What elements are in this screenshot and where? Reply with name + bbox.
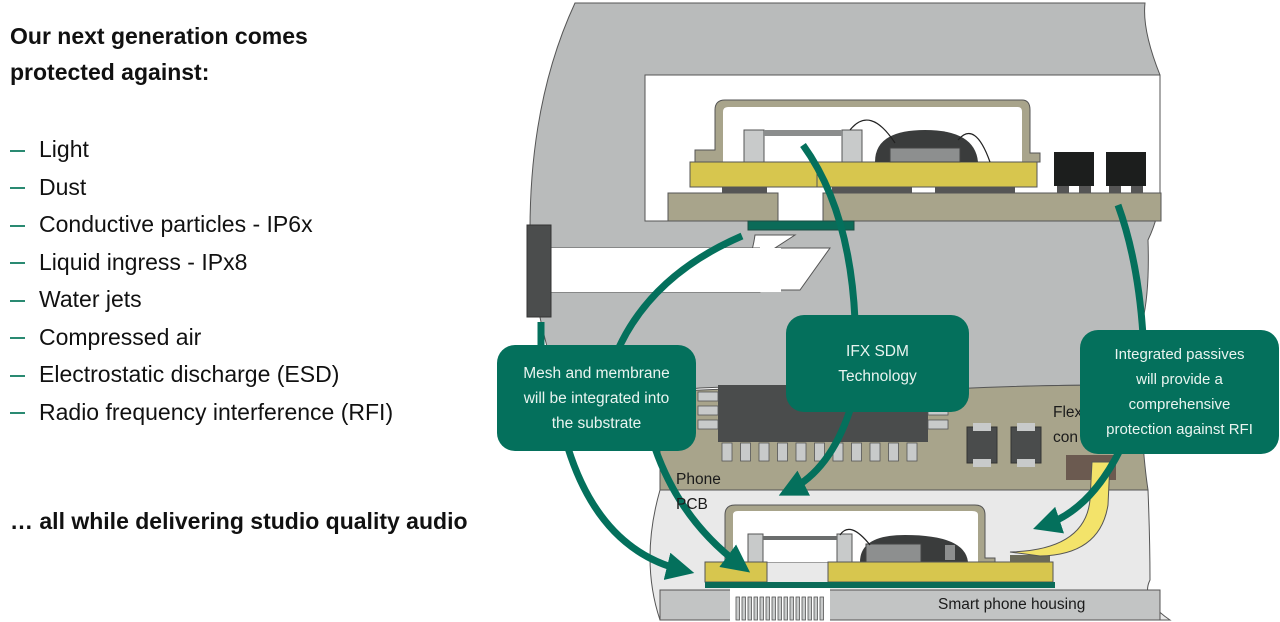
protection-list: Light Dust Conductive particles - IP6x L… xyxy=(10,131,393,431)
grill-slot xyxy=(747,596,752,621)
list-item-text: Compressed air xyxy=(39,323,202,350)
arrows xyxy=(537,142,1147,580)
callout-text: IFX SDM Technology xyxy=(838,342,917,385)
ic-pin xyxy=(795,442,807,462)
ic-pin xyxy=(851,442,862,462)
grill-slot xyxy=(819,596,824,621)
dash-bullet-icon xyxy=(10,187,25,190)
dash-bullet-icon xyxy=(10,224,25,227)
label-flex-partial: Flex xyxy=(1053,404,1083,421)
gasket-block xyxy=(526,224,552,318)
dash-bullet-icon xyxy=(10,149,25,152)
grill-slot xyxy=(789,596,794,621)
dash-bullet-icon xyxy=(10,374,25,377)
grill-slot xyxy=(807,596,812,621)
arrow-mesh-callout-to-bottom xyxy=(564,446,695,580)
grill-slot xyxy=(759,596,764,621)
list-item: Dust xyxy=(10,169,393,207)
callout-ifx-sdm: IFX SDM Technology xyxy=(786,315,969,412)
list-item-text: Electrostatic discharge (ESD) xyxy=(39,361,340,387)
dash-bullet-icon xyxy=(10,262,25,265)
arrow-passives-callout-to-package xyxy=(1033,448,1124,534)
ic-pin xyxy=(740,442,751,462)
heading-line-1: Our next generation comes xyxy=(10,23,308,49)
top-passives xyxy=(1054,152,1146,193)
list-item-text: Light xyxy=(39,136,89,162)
heading-line-2: protected against: xyxy=(10,59,210,85)
list-item: Conductive particles - IP6x xyxy=(10,206,393,244)
grill-slot xyxy=(771,596,776,621)
grill-slot xyxy=(765,596,770,621)
bottom-mic-package xyxy=(704,461,1111,588)
ic-pin xyxy=(721,442,733,462)
ic-pin xyxy=(777,442,788,462)
grill-slot xyxy=(801,596,806,621)
slide-heading: Our next generation comes protected agai… xyxy=(10,18,308,90)
grill-slot xyxy=(795,596,800,621)
arrow-passives-top-to-callout xyxy=(1114,203,1147,336)
grill-slot xyxy=(735,596,740,621)
list-item: Water jets xyxy=(10,281,393,319)
callout-text: Integrated passives will provide a compr… xyxy=(1106,346,1253,438)
top-pcb xyxy=(667,192,1162,231)
dash-bullet-icon xyxy=(10,337,25,340)
grill-slot xyxy=(753,596,758,621)
list-item: Electrostatic discharge (ESD) xyxy=(10,356,393,394)
ic-pin xyxy=(869,442,881,462)
dash-bullet-icon xyxy=(10,412,25,415)
arrow-sdm-to-package xyxy=(778,408,854,496)
list-item-text: Water jets xyxy=(39,286,142,312)
list-item: Liquid ingress - IPx8 xyxy=(10,244,393,282)
ic-pin xyxy=(814,442,825,462)
list-item: Compressed air xyxy=(10,319,393,357)
arrow-sdm-to-callout xyxy=(800,142,859,321)
list-item-text: Liquid ingress - IPx8 xyxy=(39,248,248,275)
label-phone: Phone xyxy=(676,471,721,488)
list-item-text: Dust xyxy=(39,173,87,200)
ic-pin xyxy=(758,442,770,462)
grill-slot xyxy=(777,596,782,621)
label-smart-phone-housing: Smart phone housing xyxy=(938,596,1086,613)
ic-pin xyxy=(888,442,899,462)
mesh-membrane xyxy=(747,220,855,231)
top-mic-package xyxy=(689,99,1041,194)
phone-pcb-area xyxy=(659,384,1149,491)
grill-slot xyxy=(813,596,818,621)
callout-mesh-membrane: Mesh and membrane will be integrated int… xyxy=(497,345,696,451)
callout-text: Mesh and membrane will be integrated int… xyxy=(523,364,670,432)
label-pcb: PCB xyxy=(676,496,708,513)
list-item: Light xyxy=(10,131,393,169)
grill-slot xyxy=(783,596,788,621)
callout-integrated-passives: Integrated passives will provide a compr… xyxy=(1080,330,1279,454)
list-item: Radio frequency interference (RFI) xyxy=(10,394,393,432)
list-item-text: Conductive particles - IP6x xyxy=(39,211,313,237)
dash-bullet-icon xyxy=(10,299,25,302)
list-item-text: Radio frequency interference (RFI) xyxy=(39,398,394,425)
footer-tagline: … all while delivering studio quality au… xyxy=(10,508,468,534)
arrow-mesh-callout-to-substrate xyxy=(651,446,751,573)
ic-pin xyxy=(906,442,918,462)
grill-slot xyxy=(741,596,746,621)
label-connector-partial: con xyxy=(1053,429,1078,446)
